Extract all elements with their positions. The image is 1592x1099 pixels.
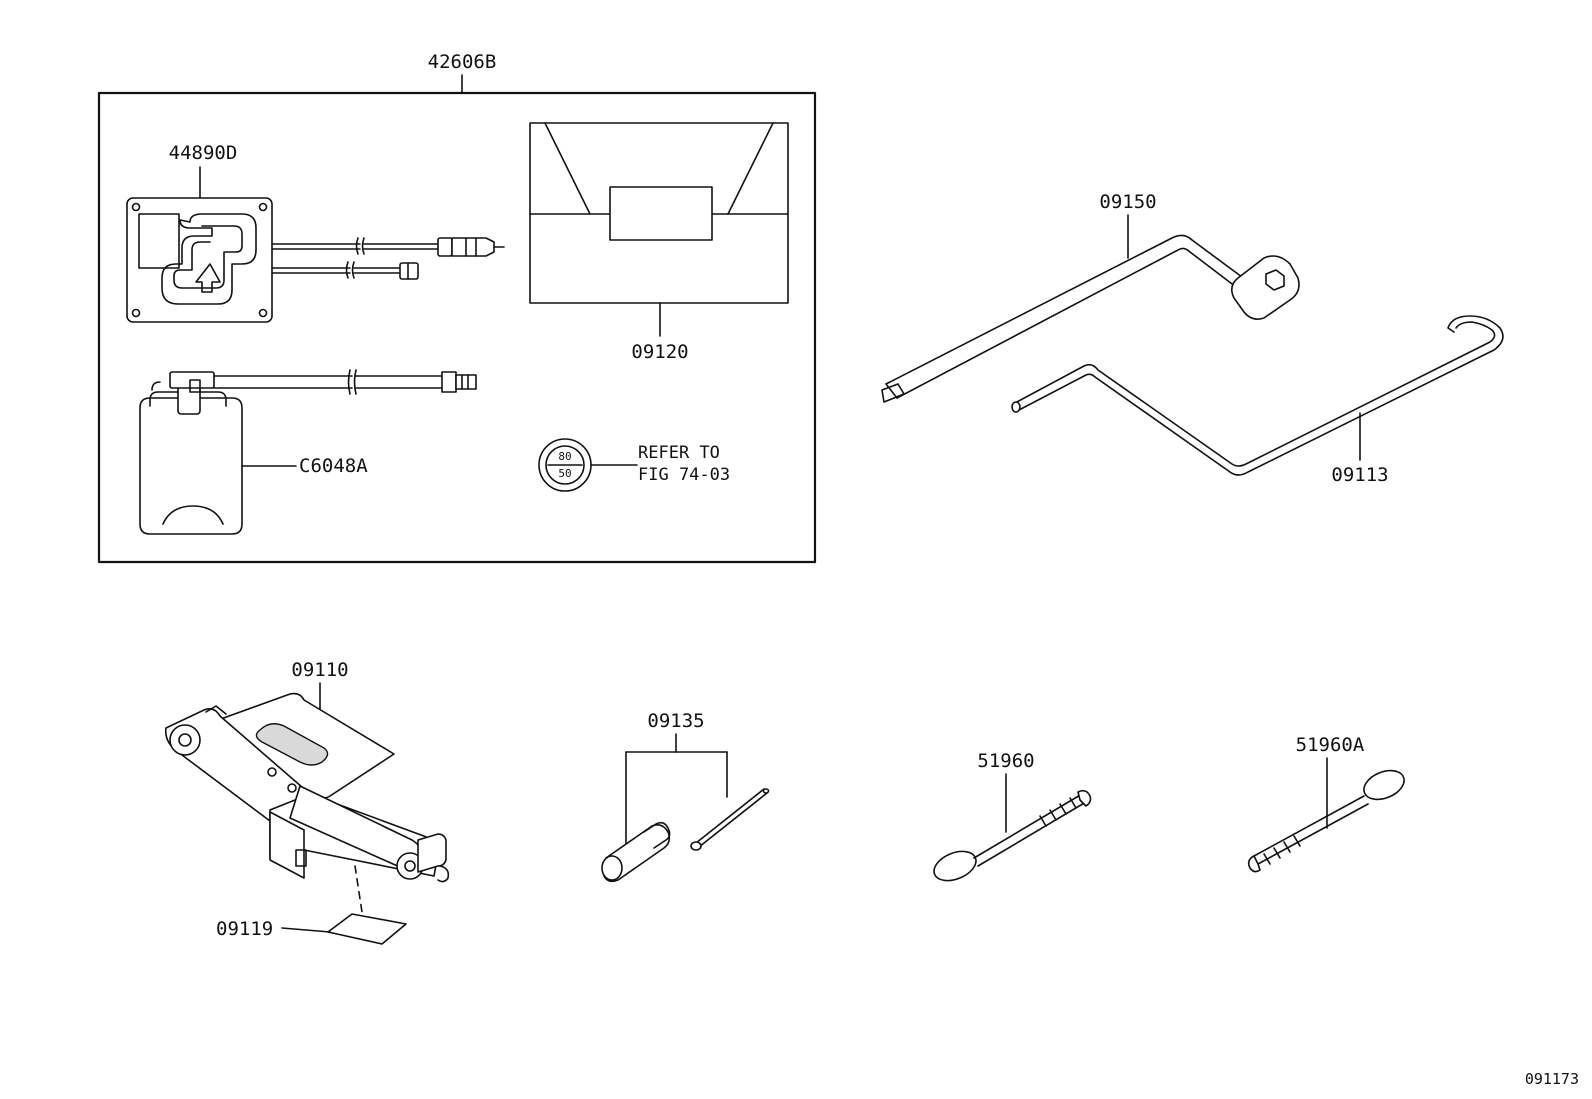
label-kit[interactable]: 42606B — [428, 51, 497, 73]
jack-group: 09110 091 — [164, 659, 450, 945]
towing-hook-icon — [933, 789, 1092, 882]
air-compressor-icon — [126, 197, 273, 323]
sealant-group: C6048A — [139, 369, 477, 535]
adapter-group: 09135 — [601, 710, 770, 883]
lug-wrench-icon — [881, 234, 1300, 403]
label-manual[interactable]: 09120 — [631, 341, 688, 363]
jack-pad-icon — [327, 913, 407, 945]
manual-group: 09120 — [529, 122, 789, 363]
reference-line-2[interactable]: FIG 74-03 — [638, 465, 730, 485]
leader-pad — [281, 927, 331, 933]
socket-adapter-icon — [601, 821, 671, 883]
badge-top-number: 80 — [558, 450, 571, 463]
manual-envelope-icon — [529, 122, 789, 304]
valve-tool-icon — [690, 788, 770, 851]
hook-a-group: 51960A — [1247, 734, 1405, 873]
handle-group: 09113 — [1011, 315, 1504, 486]
hook-group: 51960 — [933, 750, 1092, 882]
label-hook[interactable]: 51960 — [977, 750, 1034, 772]
towing-hook-a-icon — [1247, 769, 1405, 873]
label-wrench[interactable]: 09150 — [1099, 191, 1156, 213]
badge-bottom-number: 50 — [558, 467, 571, 480]
connector-cord-icon — [271, 261, 419, 280]
reference-group: 80 50 REFER TO FIG 74-03 — [538, 438, 730, 492]
sealant-hose-icon — [213, 369, 477, 395]
power-cord-icon — [271, 237, 505, 257]
label-pad[interactable]: 09119 — [216, 918, 273, 940]
kit-box-frame — [97, 91, 817, 564]
kit-group: 42606B — [97, 51, 817, 564]
label-handle[interactable]: 09113 — [1331, 464, 1388, 486]
jack-handle-icon — [1011, 315, 1504, 476]
pump-group: 44890D — [126, 142, 505, 323]
dashed-leader-pad — [354, 865, 363, 913]
diagram-id: 091173 — [1525, 1070, 1579, 1088]
reference-line-1[interactable]: REFER TO — [638, 443, 720, 463]
label-hook-a[interactable]: 51960A — [1296, 734, 1365, 756]
label-jack[interactable]: 09110 — [291, 659, 348, 681]
label-sealant[interactable]: C6048A — [299, 455, 368, 477]
label-pump[interactable]: 44890D — [169, 142, 238, 164]
scissor-jack-icon — [164, 692, 450, 883]
label-adapter[interactable]: 09135 — [647, 710, 704, 732]
reference-badge-icon — [538, 438, 592, 492]
sealant-bottle-icon — [139, 371, 243, 535]
wrench-group: 09150 — [881, 191, 1300, 403]
